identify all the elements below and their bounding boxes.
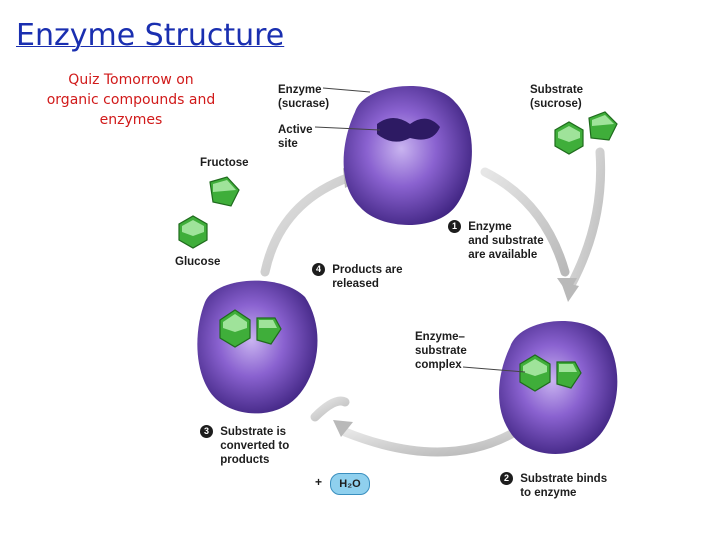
label-enzyme-substrate-complex: Enzyme– substrate complex: [415, 330, 467, 372]
label-fructose: Fructose: [200, 157, 249, 169]
step-1-line: Enzyme: [468, 221, 512, 233]
step-3-line: converted to: [220, 440, 290, 452]
product-fructose: [209, 176, 240, 207]
label-substrate: Substrate (sucrose): [530, 83, 583, 111]
step-3-line: products: [220, 454, 270, 466]
step-number-badge: 1: [448, 220, 461, 233]
leader-enzyme: [322, 87, 371, 93]
label-enzyme: Enzyme (sucrase): [278, 83, 329, 111]
enzyme-left: [197, 280, 318, 414]
quiz-note-line: organic compounds and: [46, 92, 216, 108]
leader-active-site: [314, 126, 381, 131]
step-1: 1 Enzyme and substrate are available: [448, 220, 544, 262]
enzyme-top: [343, 85, 472, 226]
arrow-left-bottom: [310, 396, 350, 422]
label-enzyme-line: Enzyme: [278, 84, 322, 96]
enzyme-right: [499, 320, 618, 454]
step-2-line: Substrate binds: [520, 473, 608, 485]
step-4-line: Products are: [332, 264, 403, 276]
label-complex-line: substrate: [415, 345, 467, 357]
arrow-substrate-in: [565, 147, 606, 292]
label-complex-line: Enzyme–: [415, 331, 465, 343]
quiz-note: Quiz Tomorrow on organic compounds and e…: [26, 70, 236, 130]
quiz-note-line: Quiz Tomorrow on: [68, 72, 194, 88]
label-enzyme-line: (sucrase): [278, 98, 330, 110]
step-1-line: are available: [468, 249, 538, 261]
slide-title: Enzyme Structure: [16, 18, 285, 53]
arrow-top-right: [480, 167, 570, 277]
label-glucose: Glucose: [175, 256, 221, 268]
enzyme-cycle-diagram: [178, 85, 618, 457]
step-number-badge: 2: [500, 472, 513, 485]
leader-lines: [314, 87, 526, 373]
step-2-line: to enzyme: [520, 487, 577, 499]
label-active-site-line: site: [278, 138, 298, 150]
step-number-badge: 4: [312, 263, 325, 276]
active-site-shape: [377, 118, 440, 142]
arrowhead-substrate-in: [561, 282, 579, 302]
water-badge: H₂O: [330, 473, 370, 495]
step-number-badge: 3: [200, 425, 213, 438]
leader-complex: [462, 366, 526, 373]
cycle-arrows: [260, 147, 606, 457]
quiz-note-line: enzymes: [99, 112, 163, 128]
step-4-line: released: [332, 278, 379, 290]
step-3: 3 Substrate is converted to products: [200, 425, 289, 467]
label-active-site: Active site: [278, 123, 313, 151]
arrow-left-up: [260, 172, 355, 277]
label-substrate-line: Substrate: [530, 84, 584, 96]
step-2: 2 Substrate binds to enzyme: [500, 472, 607, 500]
label-complex-line: complex: [415, 359, 462, 371]
arrow-bottom-right: [340, 427, 520, 457]
label-substrate-line: (sucrose): [530, 98, 582, 110]
step-1-line: and substrate: [468, 235, 544, 247]
product-glucose: [178, 215, 208, 249]
substrate-sucrose: [554, 111, 618, 155]
step-4: 4 Products are released: [312, 263, 403, 291]
arrowhead-bottom: [333, 420, 353, 437]
step-3-line: Substrate is: [220, 426, 287, 438]
water-plus-sign: +: [315, 475, 323, 489]
label-active-site-line: Active: [278, 124, 313, 136]
